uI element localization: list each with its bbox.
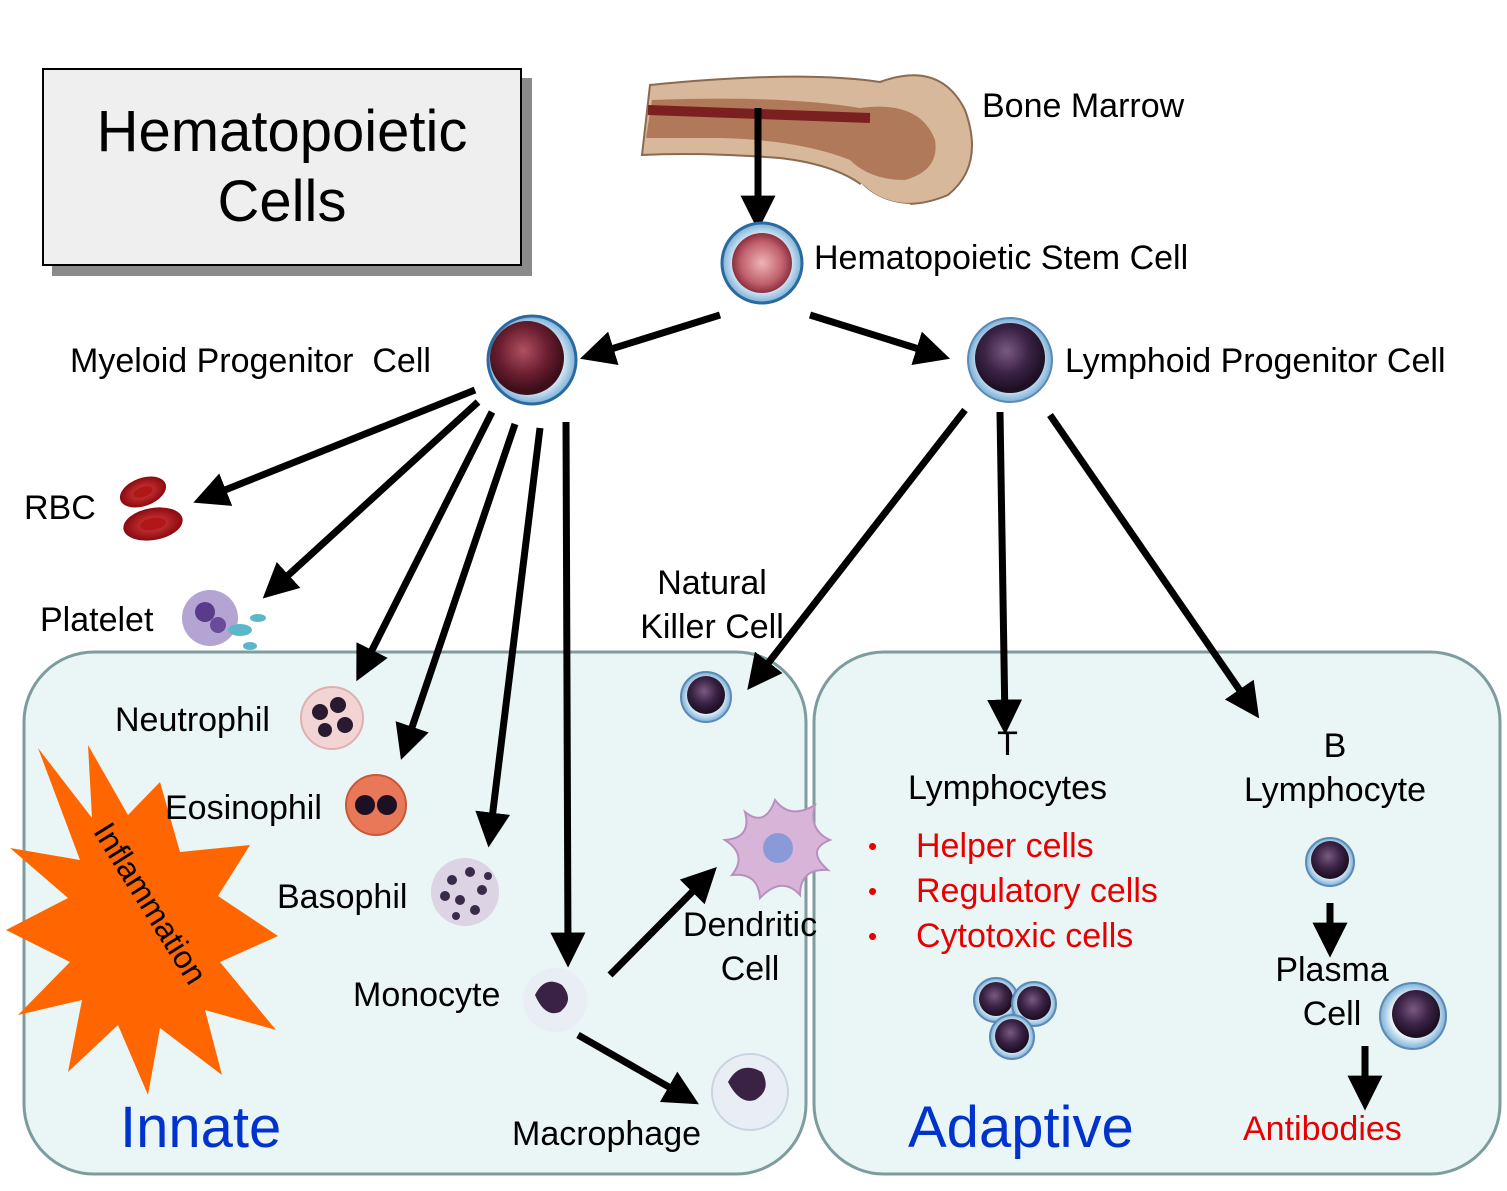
label-rbc: RBC [24,489,96,527]
label-b-lymphocyte: B Lymphocyte [1215,724,1455,812]
basophil-icon [431,858,499,926]
bullet-icon: • [868,831,878,861]
eosinophil-icon [345,774,407,836]
arrow-myeloid-to-platelet [262,399,481,599]
label-eosinophil: Eosinophil [165,789,322,827]
neutrophil-icon [300,686,364,750]
arrow-monocyte-to-macrophage [576,1031,699,1105]
title-box: Hematopoietic Cells [42,68,522,266]
t-cell-type-item: •Helper cells [868,824,1158,869]
label-dendritic-line-1: Dendritic [682,906,818,944]
nk-cell-icon [680,671,732,723]
t-cell-type-item: •Regulatory cells [868,869,1158,914]
label-nk-line-2: Killer Cell [640,608,784,647]
title-line-2: Cells [217,169,347,234]
label-t-line-2: Lymphocytes [907,769,1108,808]
label-platelet: Platelet [40,601,154,639]
arrow-lymphoid-to-t [987,411,1023,735]
arrow-myeloid-to-monocyte [550,421,586,968]
label-plasma-line-1: Plasma [1275,951,1389,989]
label-stem-cell: Hematopoietic Stem Cell [814,239,1189,277]
plasma-cell-icon [1379,982,1447,1050]
label-nk-line-1: Natural [657,564,767,602]
label-t-line-1: T [997,725,1018,763]
bone-marrow-illustration [640,74,973,208]
arrow-stem-to-myeloid [579,311,722,366]
t-lymphocytes-icon [973,977,1057,1060]
label-myeloid: Myeloid Progenitor Cell [70,342,431,380]
innate-region [22,650,808,1176]
adaptive-region [812,650,1502,1176]
label-b-line-1: B [1323,727,1347,765]
label-t-lymphocytes: T Lymphocytes [880,722,1135,810]
macrophage-icon [711,1053,789,1131]
label-nk-cell: Natural Killer Cell [622,561,802,649]
label-innate-region: Innate [120,1095,282,1160]
label-antibodies: Antibodies [1243,1110,1402,1148]
label-lymphoid: Lymphoid Progenitor Cell [1065,342,1446,380]
label-b-line-2: Lymphocyte [1243,771,1427,810]
label-plasma-line-2: Cell [1302,995,1362,1034]
t-cell-types-list: •Helper cells •Regulatory cells •Cytotox… [868,824,1158,959]
label-monocyte: Monocyte [353,976,501,1014]
arrow-lymphoid-to-nk [747,407,968,690]
bullet-icon: • [868,876,878,906]
stem-cell-icon [720,221,804,305]
platelet-icon [182,590,266,650]
title-line-1: Hematopoietic [96,99,468,165]
rbc-icon [119,476,183,541]
arrow-myeloid-to-basophil [475,427,544,848]
arrow-stem-to-lymphoid [808,311,951,366]
arrow-monocyte-to-dendritic [607,867,717,978]
bullet-icon: • [868,921,878,951]
label-adaptive-region: Adaptive [908,1095,1134,1160]
arrow-myeloid-to-rbc [193,386,477,506]
dendritic-cell-icon [721,797,833,901]
arrows [193,108,1383,1111]
b-lymphocyte-icon [1305,837,1355,887]
label-basophil: Basophil [277,878,408,916]
label-plasma-cell: Plasma Cell [1252,948,1412,1036]
inflammation-burst-shape [6,745,278,1095]
label-neutrophil: Neutrophil [115,701,270,739]
arrow-lymphoid-to-b [1047,413,1260,719]
t-cell-type-item: •Cytotoxic cells [868,914,1158,959]
label-dendritic-line-2: Cell [720,950,780,989]
label-dendritic-cell: Dendritic Cell [670,903,830,991]
lymphoid-cell-icon [967,317,1053,403]
monocyte-icon [523,968,587,1032]
myeloid-cell-icon [486,314,578,406]
label-bone-marrow: Bone Marrow [982,87,1185,125]
arrow-myeloid-to-neutrophil [356,410,496,682]
label-macrophage: Macrophage [512,1115,702,1153]
arrow-myeloid-to-eosinophil [395,422,519,760]
